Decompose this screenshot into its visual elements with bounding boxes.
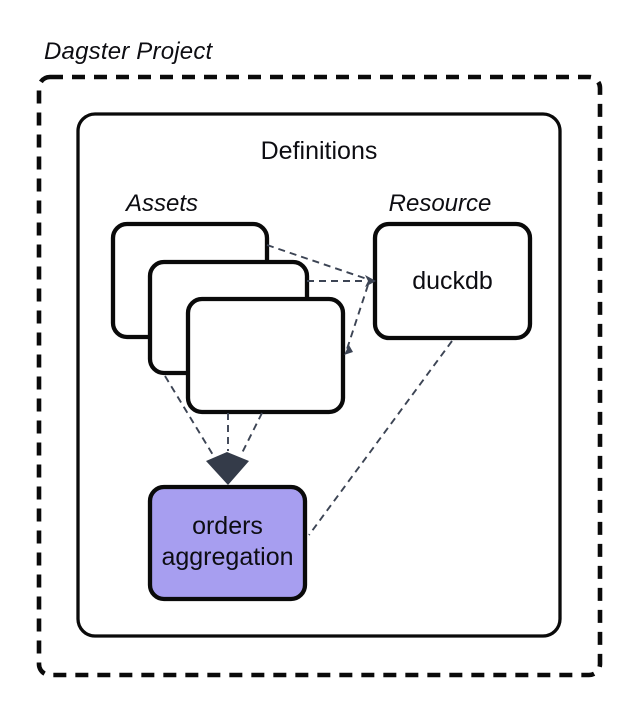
resource-group-label: Resource <box>388 190 492 217</box>
asset-card-front <box>185 296 346 415</box>
arrowhead-down-icon <box>206 452 249 485</box>
orders-aggregation-label: orders aggregation <box>161 512 294 571</box>
connector-card-middle-to-orders <box>164 375 214 456</box>
small-arrowhead-duckdb-icon <box>365 275 376 287</box>
dagster-project-boundary <box>36 74 603 678</box>
connector-duckdb-to-orders <box>308 340 453 536</box>
diagram-title: Dagster Project <box>44 38 213 65</box>
definitions-label: Definitions <box>260 137 378 165</box>
assets-group-label: Assets <box>125 190 199 217</box>
connector-card-back-to-duckdb <box>266 244 368 280</box>
duckdb-box-label: duckdb <box>412 267 493 295</box>
orders-aggregation-node <box>147 484 308 602</box>
connector-card-front2-to-orders <box>241 412 263 454</box>
small-arrowhead-card-icon <box>344 345 353 355</box>
